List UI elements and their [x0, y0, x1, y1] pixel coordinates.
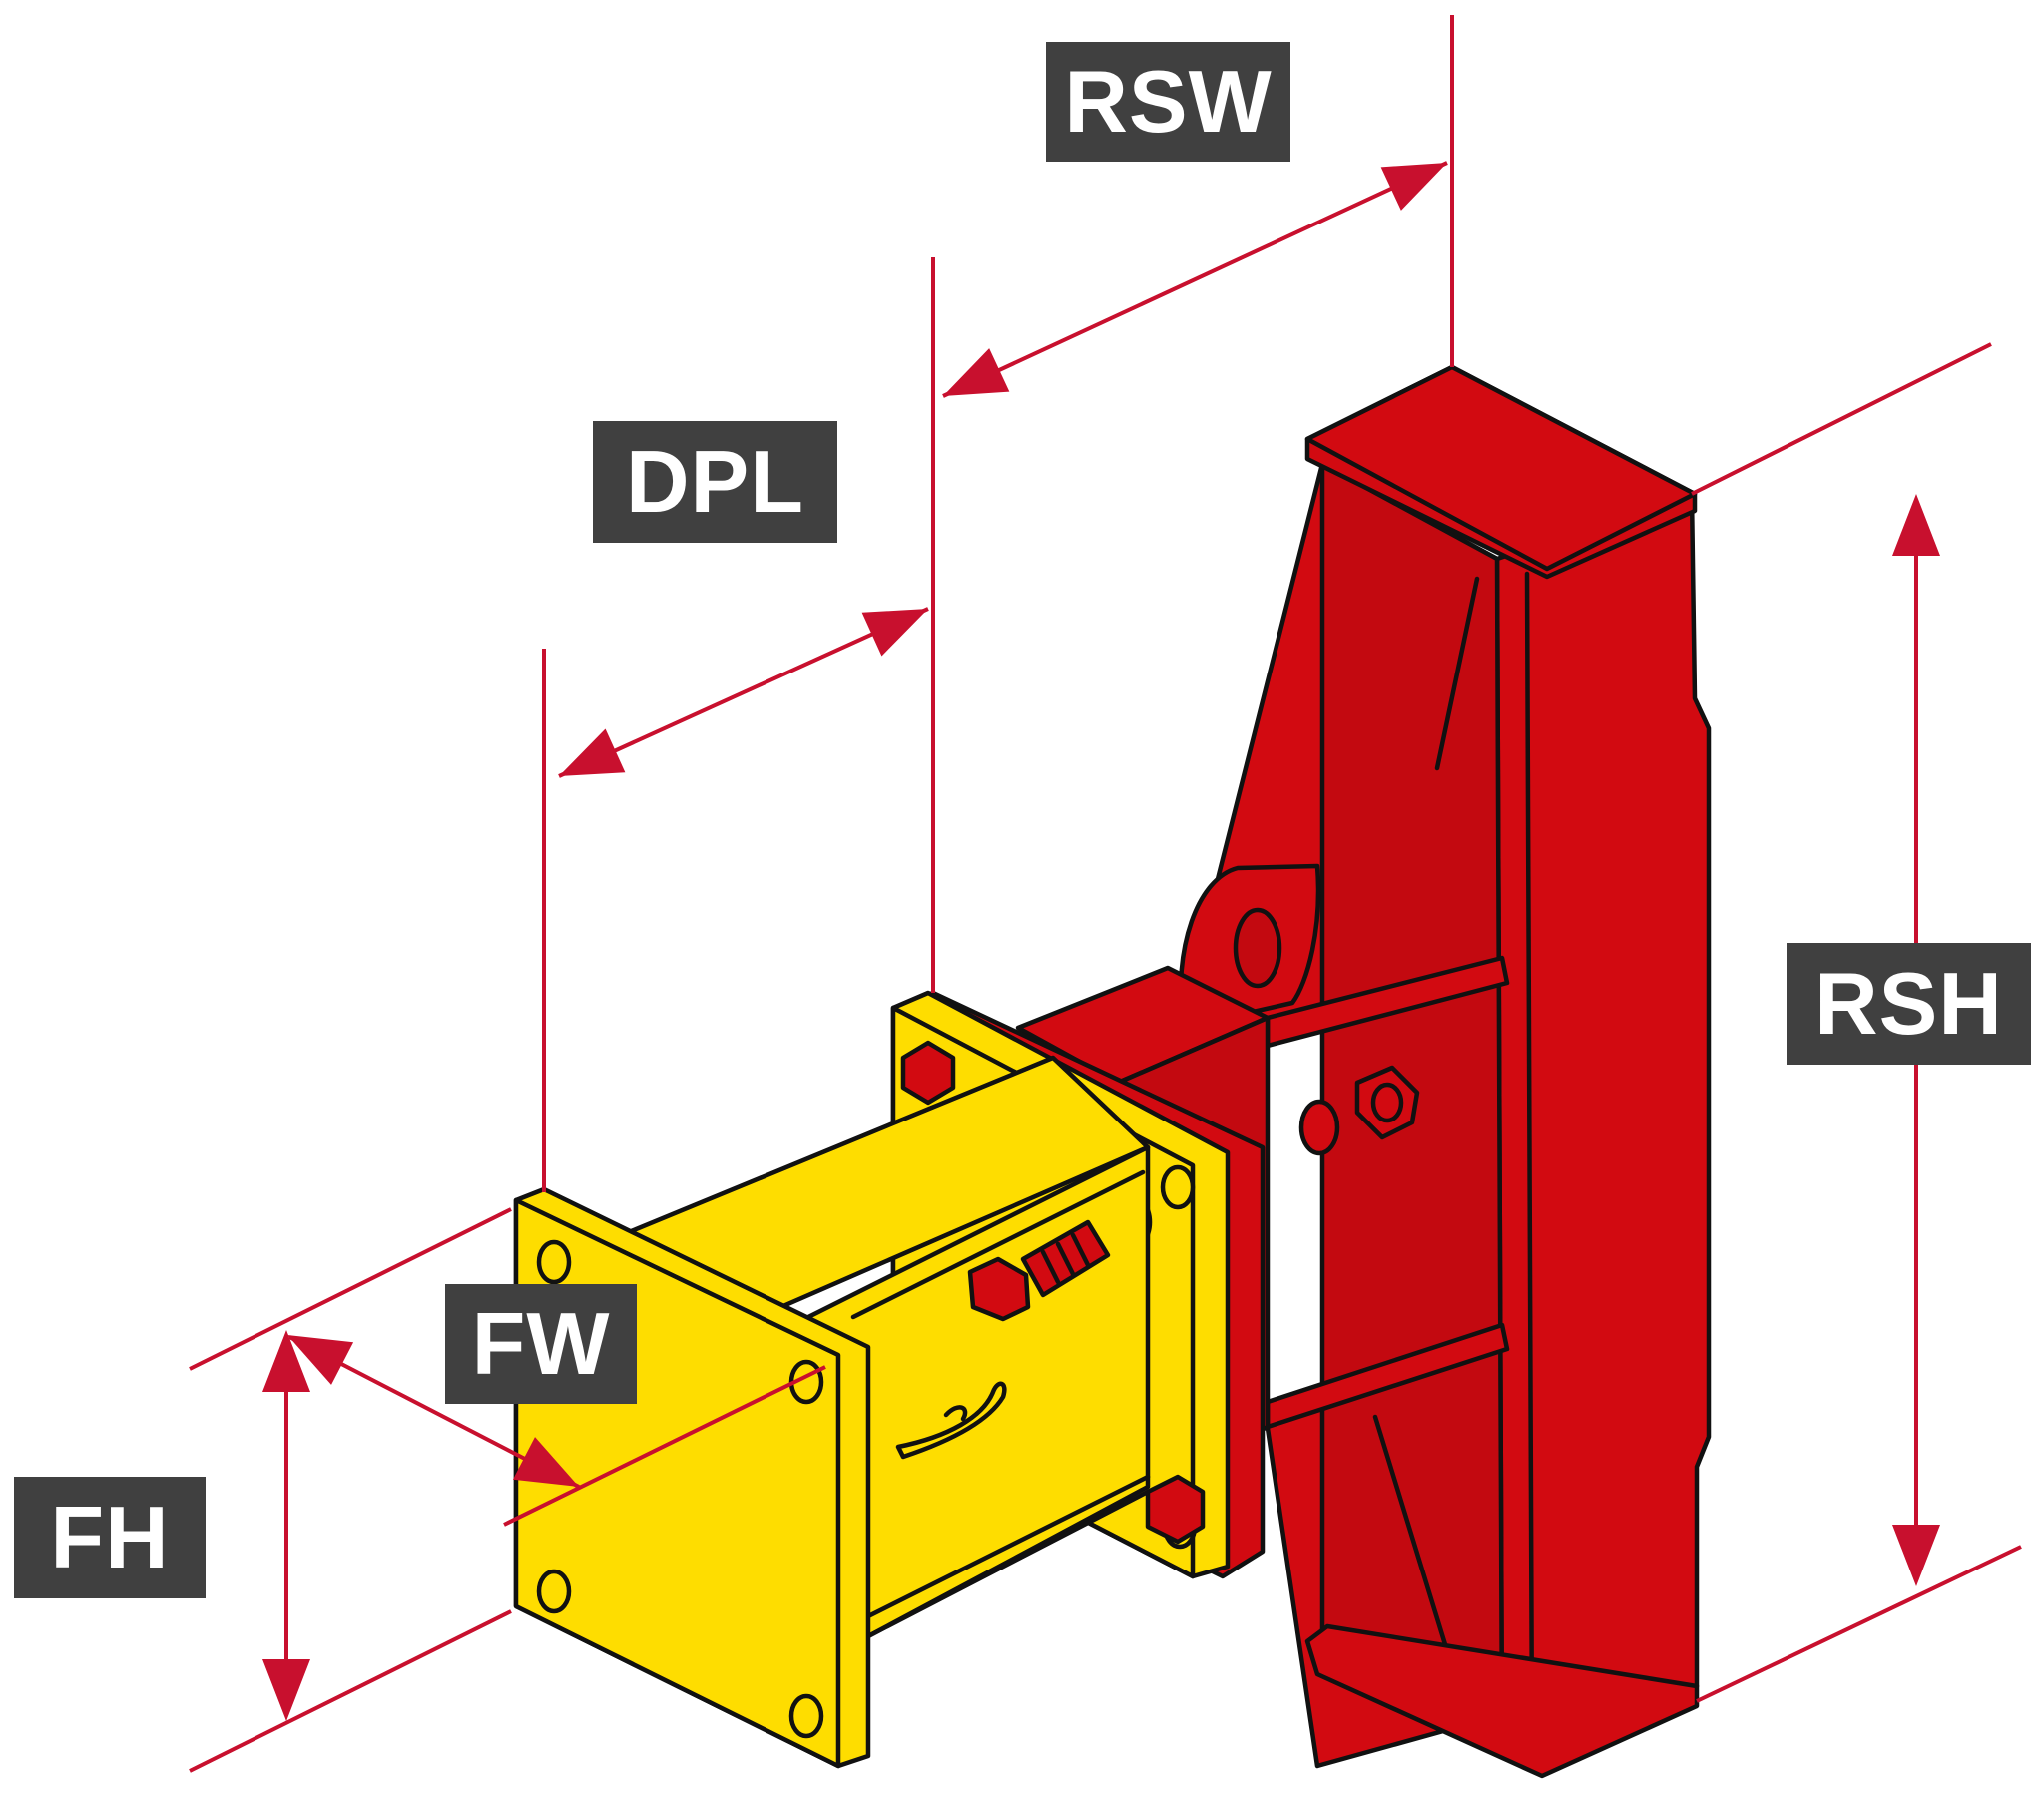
- dpl-dimension-line: [558, 607, 929, 778]
- red-column: [1015, 364, 1712, 1779]
- dpl-label: DPL: [593, 421, 837, 543]
- fh-label: FH: [14, 1477, 206, 1598]
- fw-label: FW: [445, 1284, 637, 1404]
- dimension-lines: [189, 15, 2022, 1773]
- hook: [895, 1381, 1007, 1460]
- column-bottom-cap: [1304, 1623, 1700, 1779]
- rsh-label: RSH: [1787, 943, 2031, 1065]
- rsw-dimension-line: [942, 161, 1448, 398]
- rsw-label: RSW: [1046, 42, 1290, 162]
